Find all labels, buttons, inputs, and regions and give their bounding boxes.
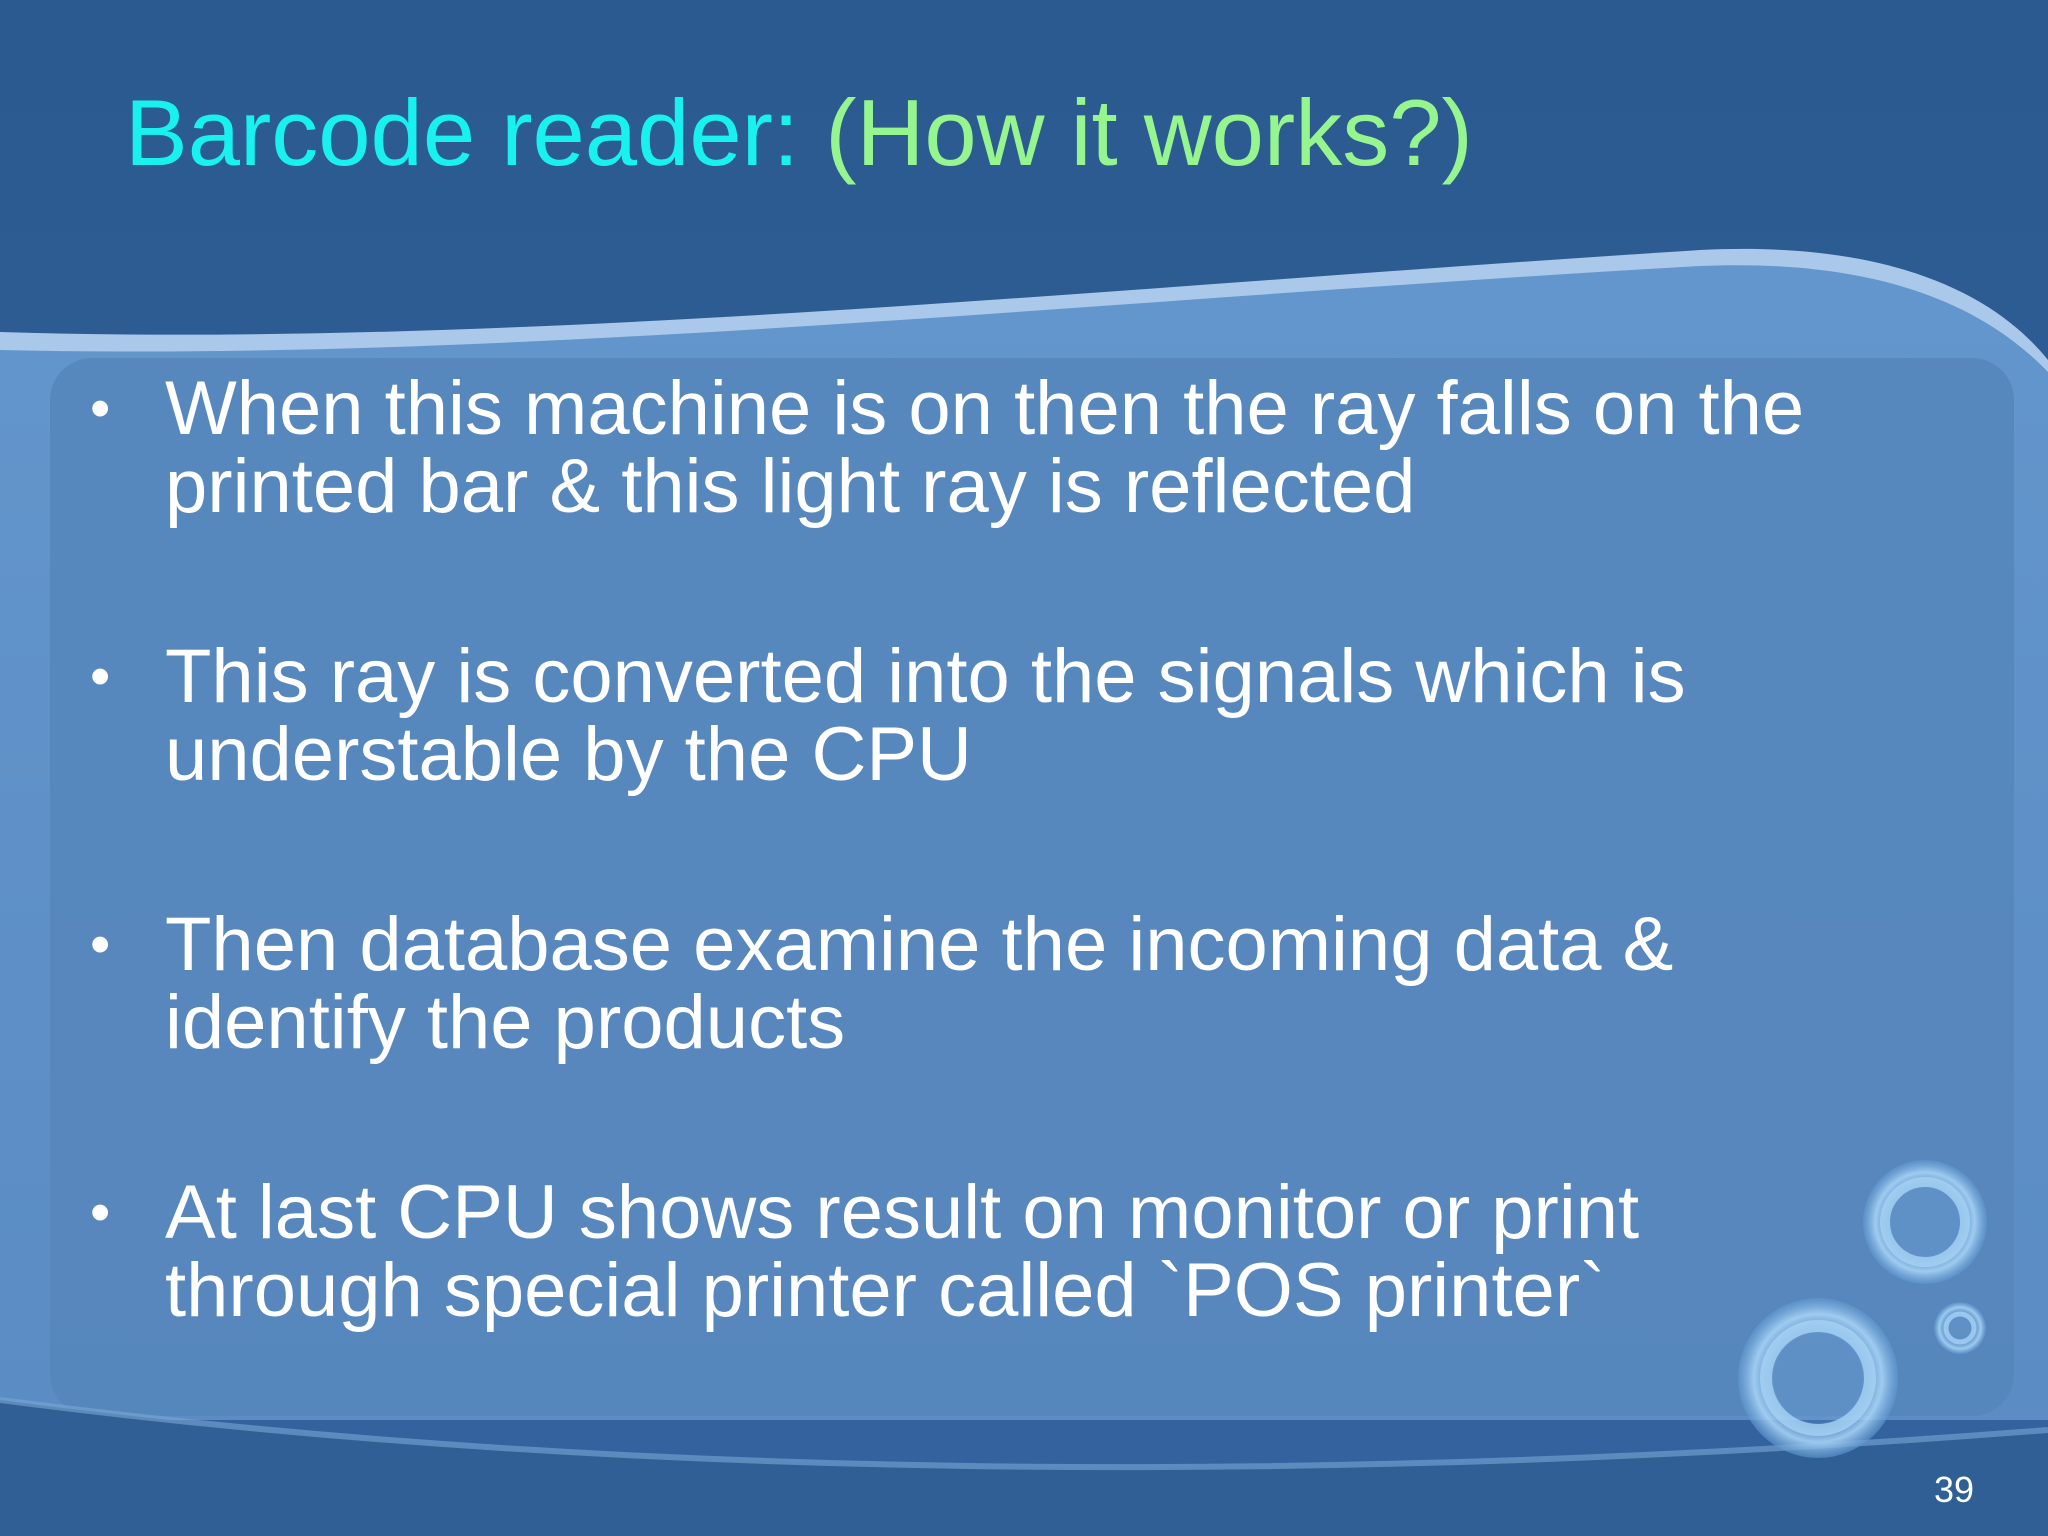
bullet-line: At last CPU shows result on monitor or p… — [165, 1170, 1640, 1255]
bullet-icon: • — [90, 644, 111, 709]
bullet-icon: • — [90, 376, 111, 441]
bullet-line: Then database examine the incoming data … — [165, 902, 1674, 987]
bullet-line: identify the products — [165, 980, 846, 1065]
slide-number: 39 — [1934, 1469, 1975, 1510]
bullet-line: printed bar & this light ray is reflecte… — [165, 444, 1416, 529]
title-main: Barcode reader: — [125, 80, 826, 185]
bullet-item: • At last CPU shows result on monitor or… — [90, 1174, 1920, 1442]
bullet-item: • When this machine is on then the ray f… — [90, 370, 1920, 638]
bullet-line: understable by the CPU — [165, 712, 972, 797]
bullet-line: When this machine is on then the ray fal… — [165, 366, 1805, 451]
bullet-list: • When this machine is on then the ray f… — [90, 370, 1920, 1442]
concentric-circles-icon — [1738, 1160, 1987, 1458]
slide-title: Barcode reader: (How it works?) — [125, 78, 1473, 188]
bullet-line: This ray is converted into the signals w… — [165, 634, 1686, 719]
bullet-icon: • — [90, 912, 111, 977]
title-subtitle: (How it works?) — [825, 80, 1473, 185]
bullet-item: • This ray is converted into the signals… — [90, 638, 1920, 906]
bullet-item: • Then database examine the incoming dat… — [90, 906, 1920, 1174]
bullet-line: through special printer called `POS prin… — [165, 1248, 1606, 1333]
bullet-icon: • — [90, 1180, 111, 1245]
